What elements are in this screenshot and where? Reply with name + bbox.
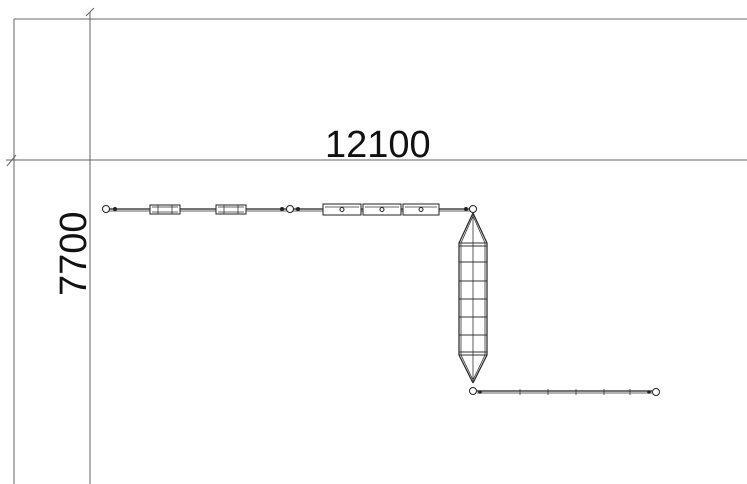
end-ring-right — [652, 388, 660, 396]
turnbuckle-1 — [149, 204, 181, 215]
block-section-2 — [362, 203, 402, 216]
corner-ring-top — [469, 205, 477, 213]
horizontal-rope-run — [102, 203, 477, 216]
tick-mark-left — [6, 154, 17, 167]
shackle-mid-2 — [296, 207, 300, 211]
tick-mark-top — [85, 7, 95, 17]
connector-ring-mid — [286, 205, 294, 213]
width-dimension-label: 12100 — [325, 124, 431, 166]
bottom-rope-run — [477, 388, 660, 396]
shackle-mid-1 — [280, 207, 284, 211]
end-ring-left — [102, 205, 110, 213]
shackle-right — [464, 207, 468, 211]
turnbuckle-2 — [215, 204, 247, 215]
shackle-bottom-left — [478, 390, 482, 394]
block-section-1 — [322, 203, 362, 216]
vertical-net-ladder — [458, 212, 488, 395]
block-section-3 — [402, 203, 440, 216]
height-dimension-label: 7700 — [53, 211, 95, 296]
shackle-left — [113, 207, 117, 211]
shackle-bottom-right — [647, 390, 651, 394]
boundary-frame — [6, 7, 747, 484]
corner-ring-bottom — [469, 387, 477, 395]
